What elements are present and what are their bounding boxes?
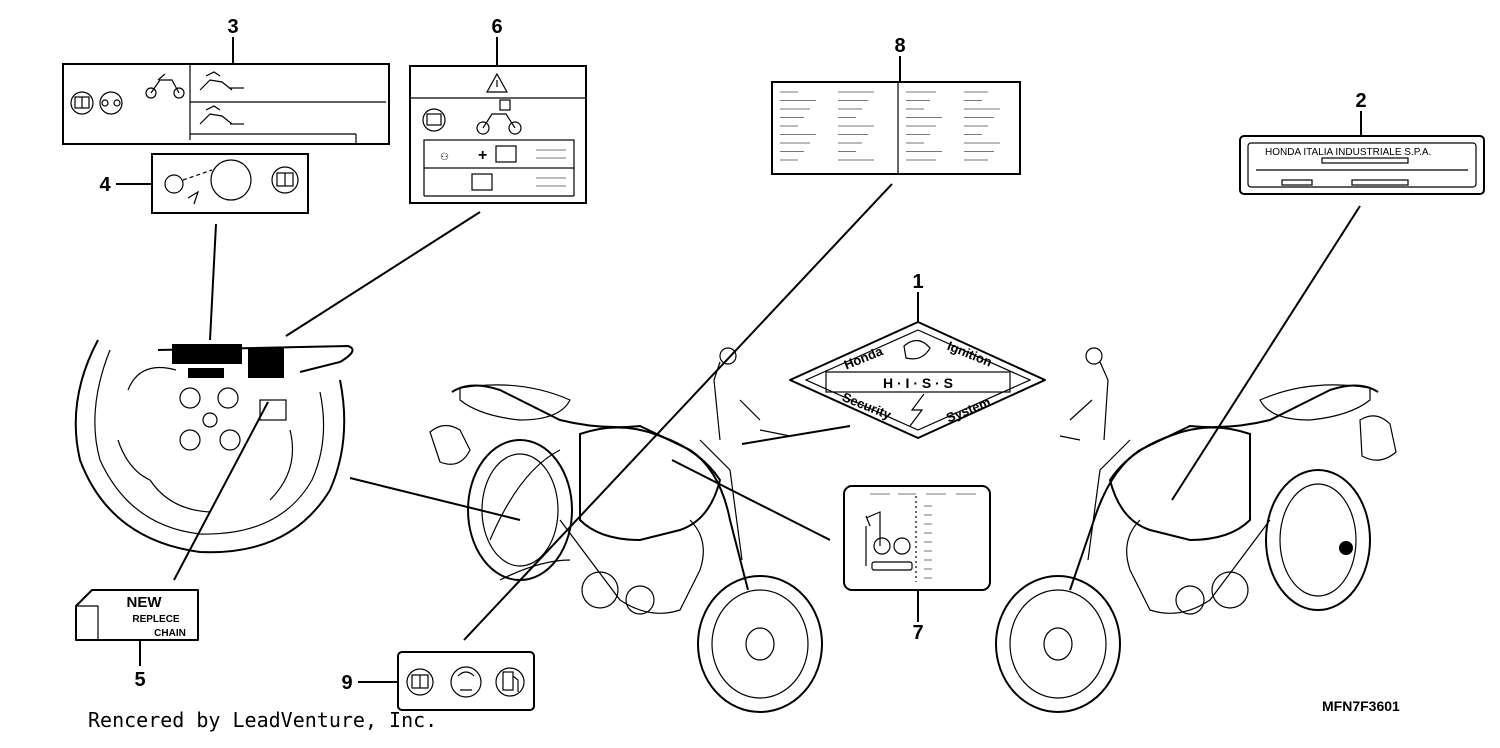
label-1-word-system: System: [944, 394, 993, 425]
diagram-reference-code: MFN7F3601: [1322, 698, 1400, 714]
motorcycle-right-side-view: [995, 347, 1397, 713]
fuel-filler-icon: [450, 666, 482, 698]
warning-triangle-icon: [485, 72, 509, 93]
callout-6: 6: [491, 16, 502, 38]
callout-4: 4: [99, 174, 111, 196]
label-3-position-marker: [188, 368, 224, 378]
label-2-company-text: HONDA ITALIA INDUSTRIALE S.P.A.: [1265, 147, 1431, 158]
label-6-plus-sign: ⚇: [440, 152, 449, 163]
rear-wheel-swingarm-detail: [74, 339, 354, 554]
rider-icon: [199, 105, 244, 125]
owners-manual-icon: [70, 91, 94, 115]
callout-8: 8: [894, 35, 905, 57]
callout-5: 5: [134, 669, 145, 691]
rider-with-passenger-icon: [199, 71, 244, 91]
fuel-pump-icon: [495, 667, 525, 697]
label-1-hiss-security-sticker[interactable]: H · I · S · S Honda Ignition Security Sy…: [789, 321, 1046, 439]
label-5-position-marker: [259, 399, 287, 421]
label-8-emission-info-sticker[interactable]: [771, 81, 1021, 175]
wheel-chain-icon: [99, 91, 123, 115]
callout-3: 3: [227, 16, 238, 38]
owners-manual-icon: [406, 668, 434, 696]
label-6-position-marker: [248, 348, 284, 378]
label-1-word-security: Security: [840, 389, 894, 422]
battery-icon: [495, 145, 517, 163]
motorcycle-left-side-view: [429, 347, 823, 713]
label-9-fuel-info-sticker[interactable]: [397, 651, 535, 711]
label-5-line-1: NEW: [127, 594, 163, 611]
label-7-text-lines: [924, 505, 932, 579]
label-6-battery-warning-sticker[interactable]: ⚇ +: [409, 65, 587, 204]
footer-credit: Rencered by LeadVenture, Inc.: [88, 708, 438, 732]
label-5-drive-chain-sticker[interactable]: NEW REPLECE CHAIN: [75, 589, 199, 641]
label-5-line-3: CHAIN: [154, 628, 186, 639]
label-7-tire-pressure-sticker[interactable]: [843, 485, 991, 591]
owners-manual-icon: [422, 108, 446, 132]
callout-1: 1: [912, 271, 923, 293]
callout-9: 9: [341, 672, 352, 694]
tire-pressure-icon: [865, 511, 913, 571]
key-lightning-icon: [903, 339, 931, 427]
owners-manual-icon: [271, 166, 299, 194]
label-4-tire-info-sticker[interactable]: [151, 153, 309, 214]
leader-lines: [173, 183, 1361, 641]
label-3-warning-sticker[interactable]: [62, 63, 390, 145]
label-1-word-ignition: Ignition: [945, 338, 994, 370]
label-4-position-marker: [172, 344, 242, 364]
label-2-manufacturer-plate[interactable]: HONDA ITALIA INDUSTRIALE S.P.A.: [1239, 135, 1485, 195]
battery-icon: [471, 173, 493, 191]
label-5-line-2: REPLECE: [132, 614, 180, 625]
svg-text:+: +: [478, 147, 487, 164]
callout-2: 2: [1355, 90, 1366, 112]
motorcycle-icon: [476, 99, 522, 135]
callout-7: 7: [912, 622, 923, 644]
label-1-hiss-code: H · I · S · S: [883, 375, 953, 391]
label-8-text-lines: [780, 91, 1000, 161]
motorcycle-icon: [145, 73, 185, 99]
